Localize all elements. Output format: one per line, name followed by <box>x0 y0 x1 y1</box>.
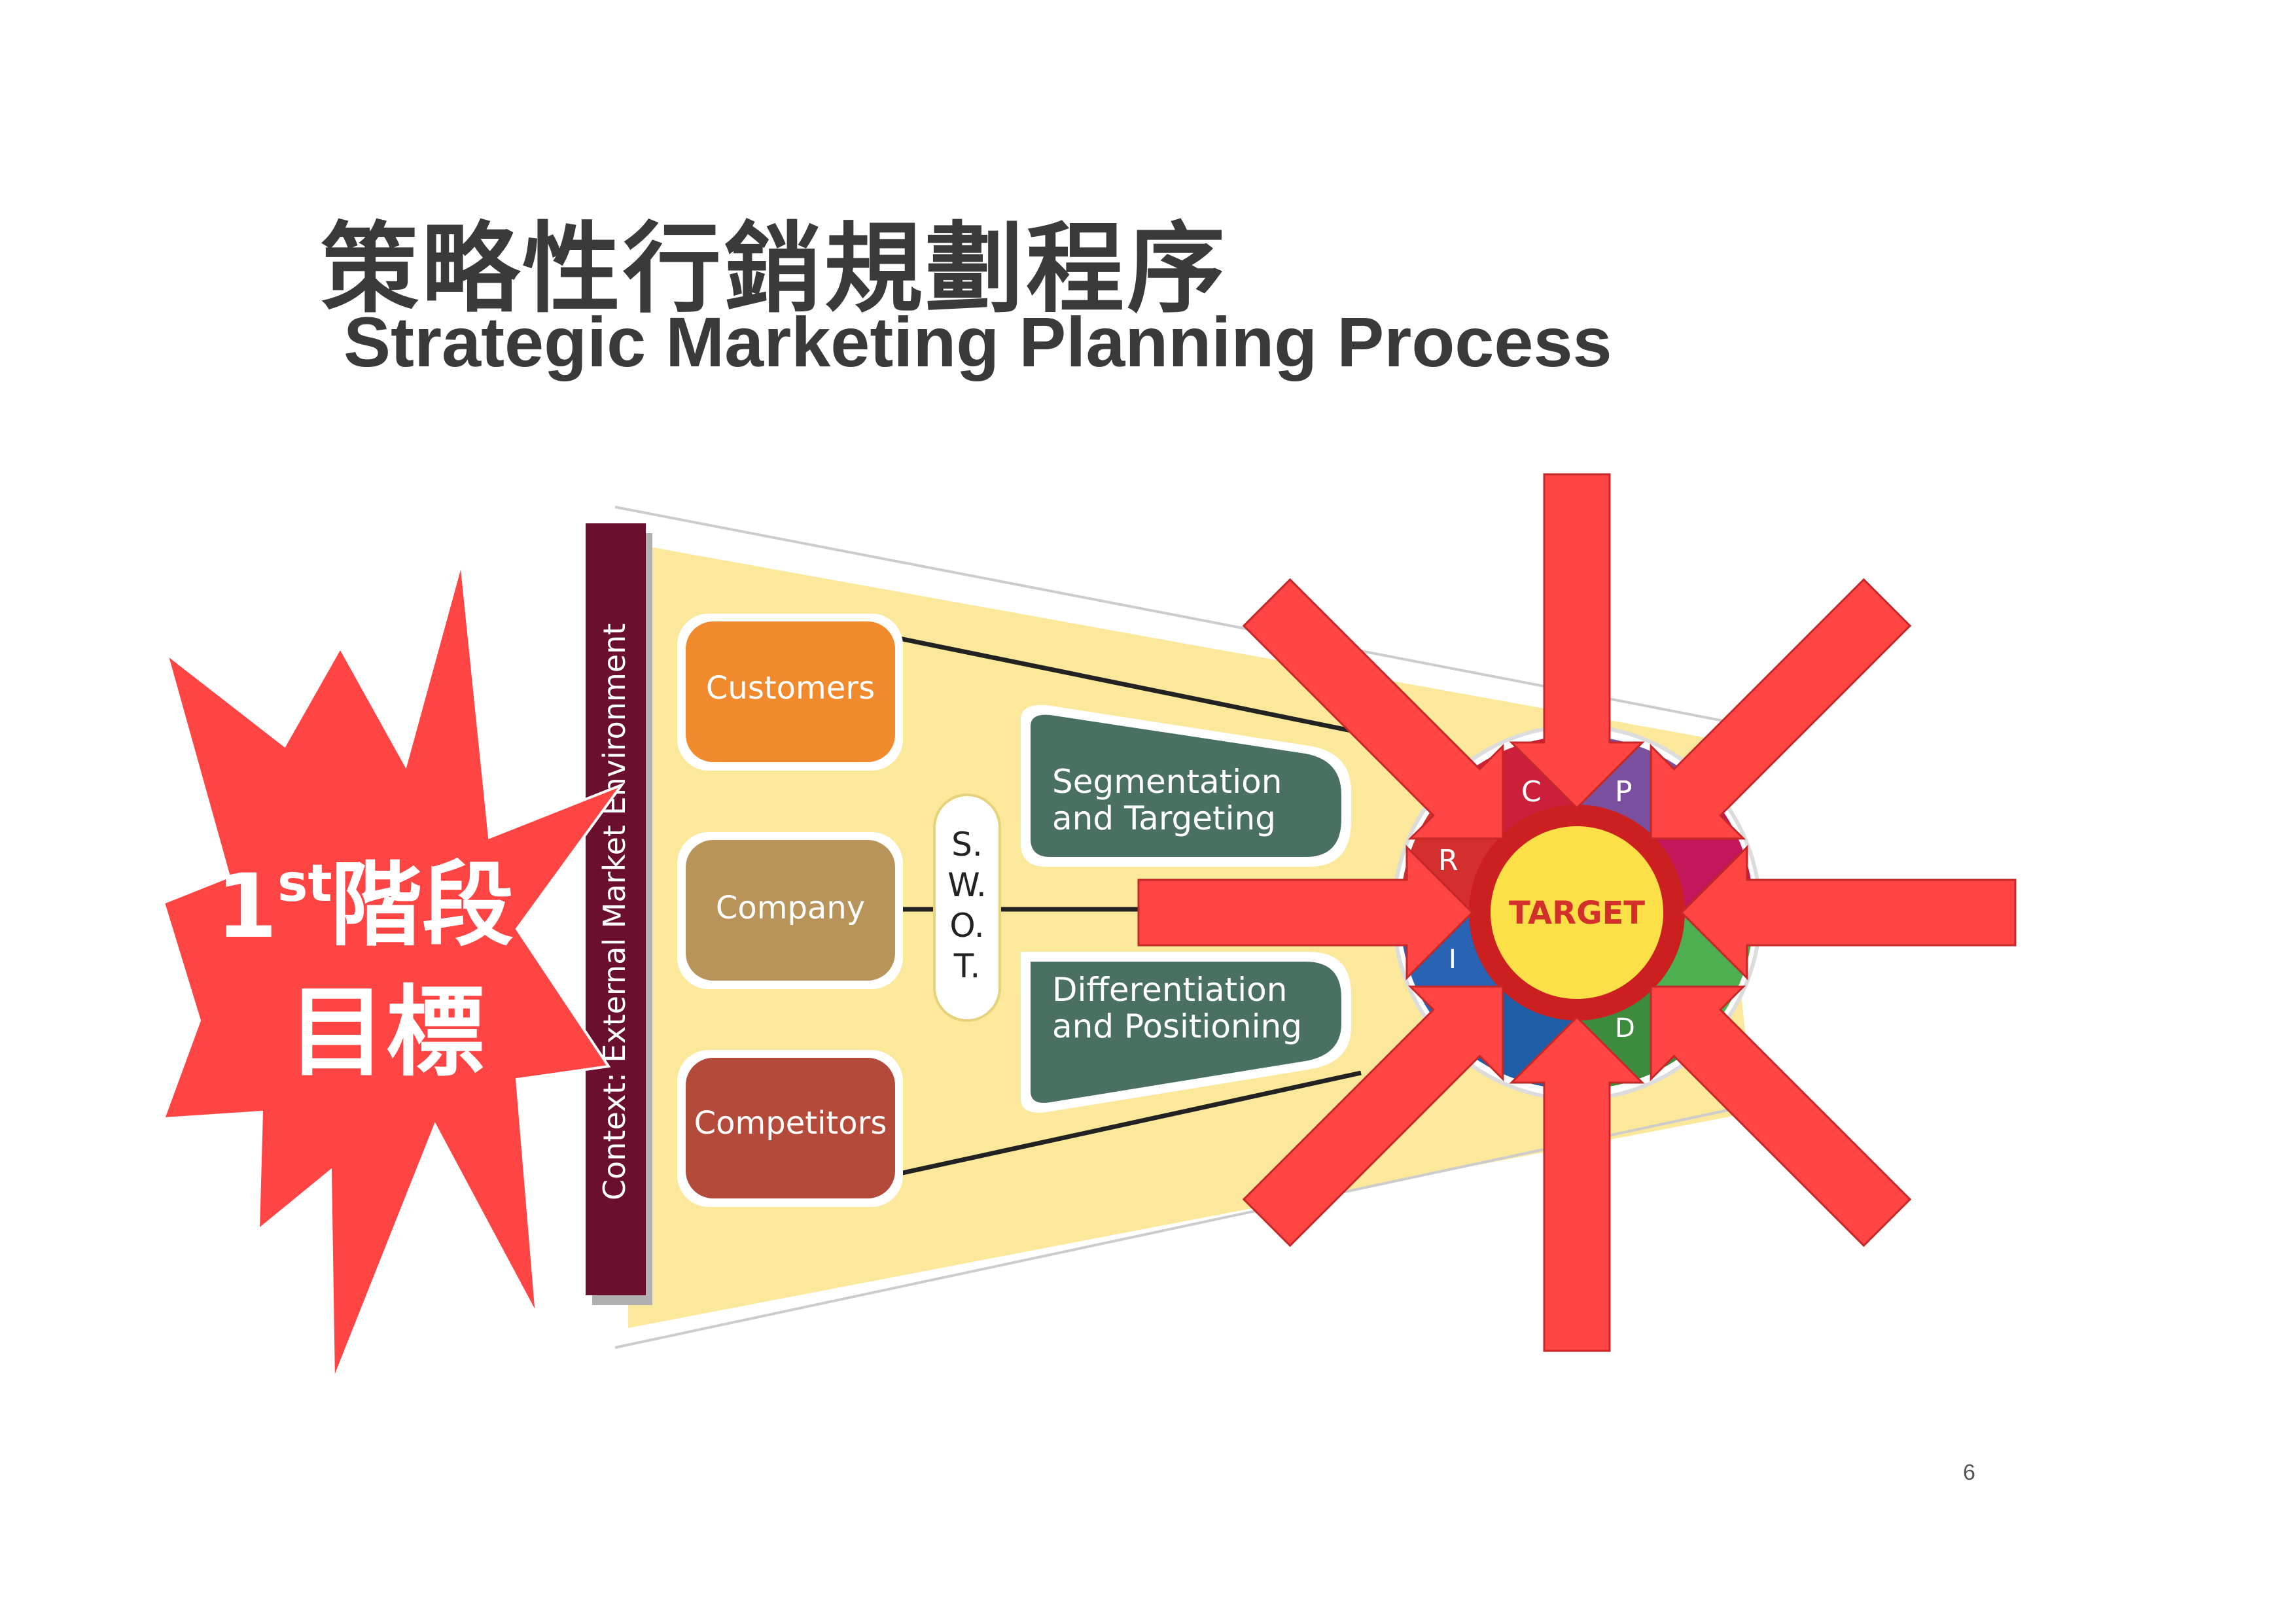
swot-s: S. <box>951 826 983 864</box>
starburst-shape <box>162 562 626 1381</box>
swot-pill <box>933 794 1001 1022</box>
arrow-right <box>1680 845 2017 981</box>
company-box-fill <box>686 840 895 981</box>
arrow-bottom <box>1509 1015 1645 1352</box>
segmentation-line-2: and Targeting <box>1052 799 1276 837</box>
page-title-english: Strategic Marketing Planning Process <box>344 302 1612 381</box>
differentiation-line-2: and Positioning <box>1052 1007 1302 1045</box>
target-center <box>1491 826 1663 999</box>
burst-number: 1st <box>216 854 332 958</box>
arrow-top <box>1509 473 1645 810</box>
connector-competitors <box>896 1070 1362 1177</box>
converging-arrows <box>1137 473 2017 1352</box>
wheel-letter-p: P <box>1615 775 1633 809</box>
segmentation-line-1: Segmentation <box>1052 763 1282 801</box>
page-number: 6 <box>1963 1460 1975 1485</box>
differentiation-line-1: Differentiation <box>1052 971 1287 1009</box>
burst-number-superscript: st <box>277 854 332 913</box>
arrow-left <box>1137 845 1474 981</box>
burst-number-main: 1 <box>216 855 277 958</box>
segmentation-shape <box>1031 714 1341 857</box>
arrow-bottom-right <box>1650 985 1912 1248</box>
wheel-letter-i: I <box>1449 945 1457 975</box>
wheel-letter-d: D <box>1615 1013 1635 1043</box>
swot-o: O. <box>949 907 984 945</box>
page-title-chinese: 策略性行銷規劃程序 <box>321 213 1228 326</box>
wheel-letter-c: C <box>1521 775 1542 809</box>
competitors-box-fill <box>686 1058 895 1198</box>
customers-label: Customers <box>706 670 875 707</box>
competitors-label: Competitors <box>694 1105 887 1142</box>
connector-customers <box>896 635 1362 735</box>
target-label: TARGET <box>1509 895 1645 932</box>
company-label: Company <box>716 890 865 926</box>
wheel-letter-r: R <box>1438 844 1458 877</box>
burst-line-2: 目標 <box>288 976 484 1090</box>
swot-t: T. <box>953 947 981 985</box>
swot-w: W. <box>947 866 987 904</box>
context-bar <box>586 523 646 1295</box>
customers-box-fill <box>686 621 895 762</box>
context-label: Context: External Market Environment <box>597 623 632 1200</box>
arrow-bottom-left <box>1242 985 1504 1248</box>
arrow-top-left <box>1242 578 1504 840</box>
burst-line-1: 階段 <box>330 852 514 959</box>
differentiation-shape <box>1031 962 1341 1103</box>
arrow-top-right <box>1650 578 1912 840</box>
